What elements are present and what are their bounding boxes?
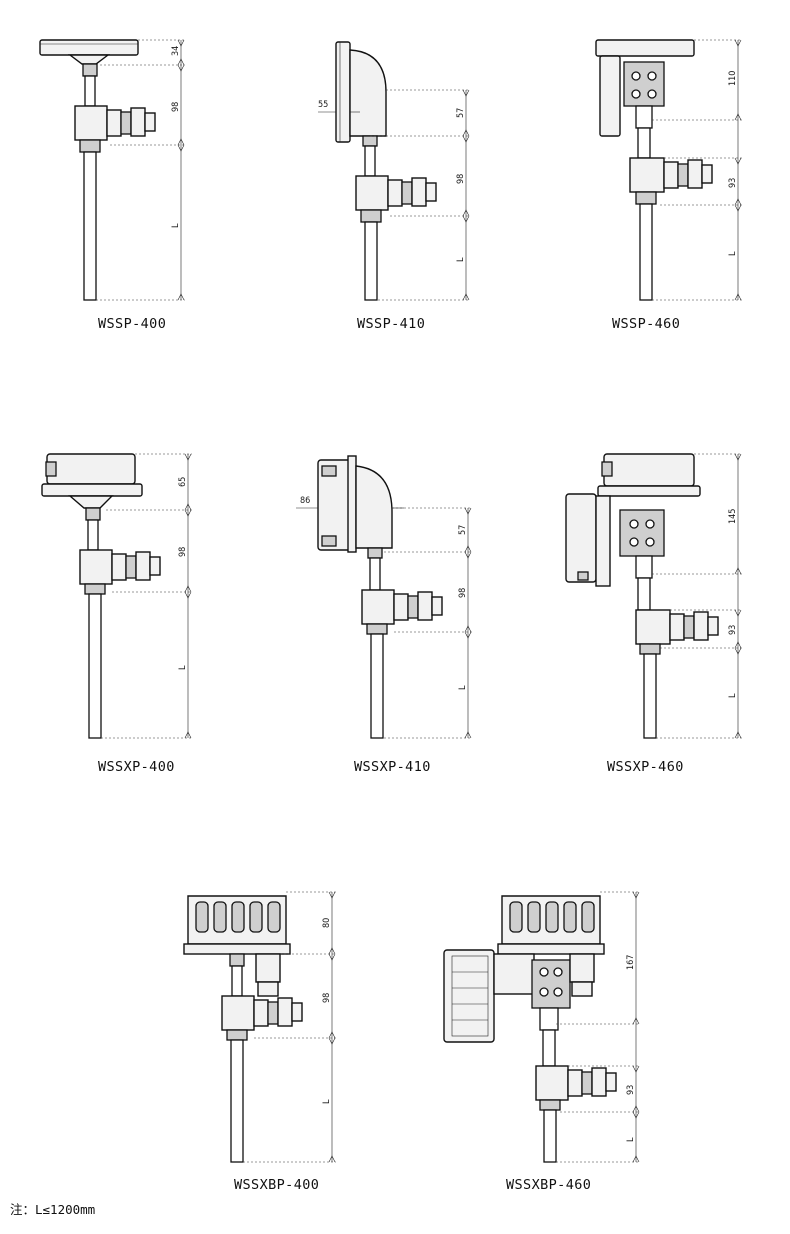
model-caption: WSSP-460	[612, 316, 680, 332]
dim-label: 98	[458, 588, 468, 598]
drawing-wssxbp-460: 167 93 L WSSXBP-460	[443, 891, 640, 1193]
drawing-wssxbp-400: 80 98 L WSSXBP-400	[183, 891, 336, 1193]
dim-label: 57	[458, 525, 468, 535]
dim-label: 93	[728, 625, 738, 635]
dim-label: 167	[626, 955, 636, 970]
dim-label: 98	[456, 174, 466, 184]
drawing-wssp-410: 55 57 98 L WSSP-410	[318, 41, 470, 332]
length-note: 注：L≤1200mm	[10, 1202, 95, 1217]
dim-label: 86	[300, 496, 310, 506]
model-caption: WSSXBP-460	[506, 1177, 591, 1193]
dim-label: 57	[456, 108, 466, 118]
drawing-wssxp-410: 86 57 98 L WSSXP-410	[296, 455, 472, 775]
dim-label: L	[456, 257, 466, 262]
model-caption: WSSP-400	[98, 316, 166, 332]
dim-label: 93	[728, 178, 738, 188]
model-caption: WSSXBP-400	[234, 1177, 319, 1193]
dim-label: L	[458, 685, 468, 690]
dim-label: L	[728, 693, 738, 698]
dim-label: 34	[171, 46, 181, 56]
model-caption: WSSP-410	[357, 316, 425, 332]
dim-label: L	[728, 251, 738, 256]
dim-label: L	[322, 1099, 332, 1104]
drawing-wssxp-400: 65 98 L WSSXP-400	[41, 453, 192, 775]
dim-label: 55	[318, 100, 328, 110]
dim-label: 65	[178, 477, 188, 487]
dim-label: 98	[171, 102, 181, 112]
dim-label: 80	[322, 918, 332, 928]
model-caption: WSSXP-410	[354, 759, 431, 775]
dim-label: 110	[728, 71, 738, 86]
model-caption: WSSXP-400	[98, 759, 175, 775]
dim-label: L	[178, 665, 188, 670]
dim-label: L	[626, 1137, 636, 1142]
dim-label: L	[171, 223, 181, 228]
dim-label: 98	[322, 993, 332, 1003]
drawing-wssp-400: 34 98 L WSSP-400	[39, 39, 185, 332]
model-caption: WSSXP-460	[607, 759, 684, 775]
drawing-wssp-460: 110 93 L WSSP-460	[595, 39, 742, 332]
drawing-wssxp-460: 145 93 L WSSXP-460	[565, 453, 742, 775]
dim-label: 98	[178, 547, 188, 557]
dim-label: 145	[728, 509, 738, 524]
dim-label: 93	[626, 1085, 636, 1095]
